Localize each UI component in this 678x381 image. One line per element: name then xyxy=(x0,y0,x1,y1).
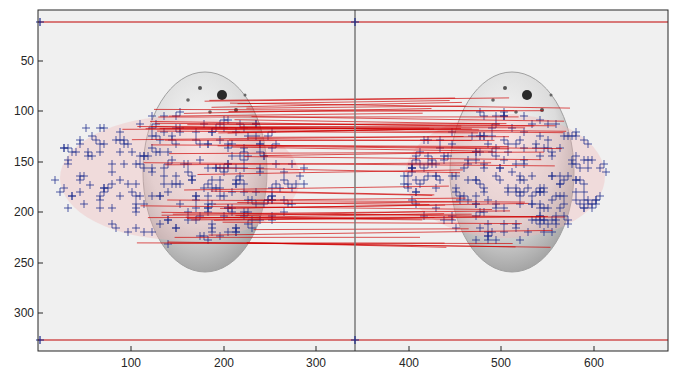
x-tick-label: 300 xyxy=(306,356,326,370)
y-tick-label: 250 xyxy=(14,256,34,270)
match-lines xyxy=(122,98,570,247)
corner-points xyxy=(36,18,359,344)
x-tick-label: 400 xyxy=(399,356,419,370)
axes-frame xyxy=(38,10,668,351)
right-image xyxy=(355,10,668,351)
y-tick-label: 100 xyxy=(14,104,34,118)
x-tick-label: 200 xyxy=(214,356,234,370)
y-tick-label: 50 xyxy=(21,54,34,68)
axis-ticks xyxy=(38,61,594,351)
left-image xyxy=(38,10,355,351)
x-tick-label: 100 xyxy=(121,356,141,370)
image-divider xyxy=(354,10,356,351)
x-tick-label: 500 xyxy=(491,356,511,370)
x-tick-label: 600 xyxy=(584,356,604,370)
y-tick-label: 300 xyxy=(14,306,34,320)
y-tick-label: 150 xyxy=(14,155,34,169)
match-line-set xyxy=(122,98,570,247)
y-tick-label: 200 xyxy=(14,205,34,219)
